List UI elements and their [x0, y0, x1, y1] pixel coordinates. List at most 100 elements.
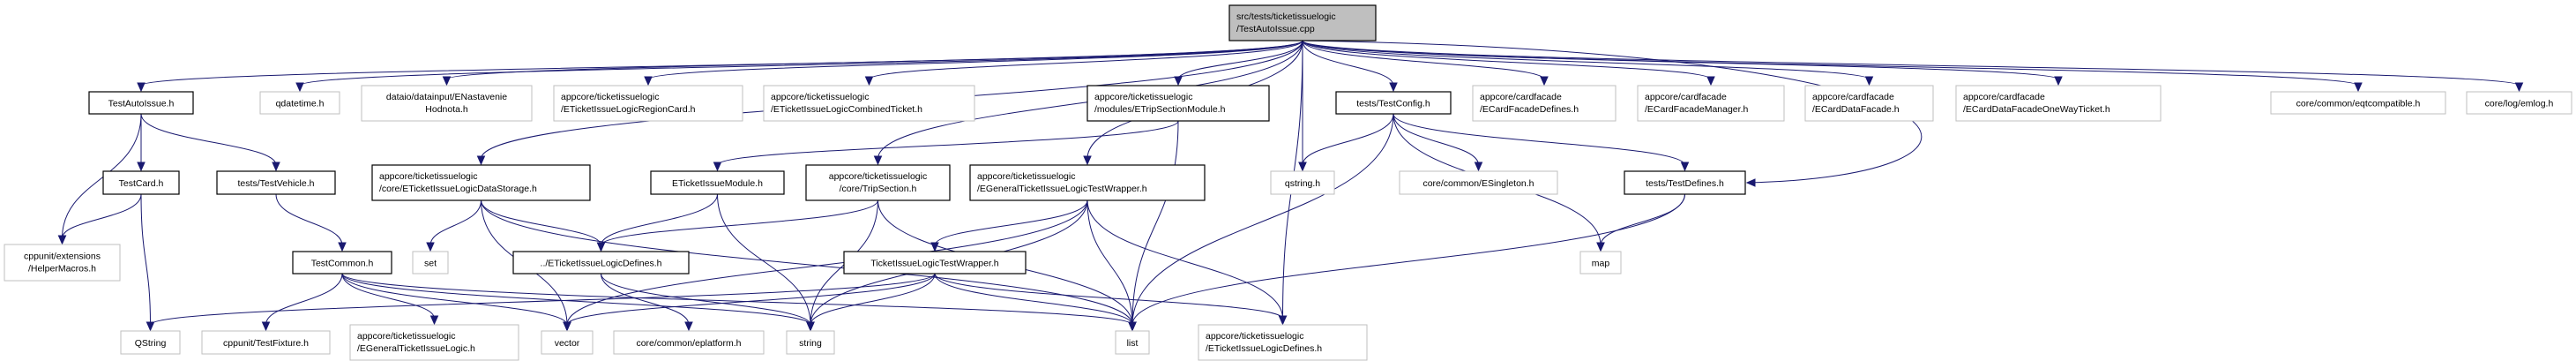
node-esingleton[interactable]: core/common/ESingleton.h: [1399, 170, 1558, 195]
arrowhead-testcard-to-helpermacros: [57, 235, 67, 245]
edge-root-to-cfdefines: [1302, 40, 1545, 80]
node-string[interactable]: string: [786, 330, 835, 355]
node-label: /ECardDataFacade.h: [1812, 104, 1900, 115]
node-combined[interactable]: appcore/ticketissuelogic/ETicketIssueLog…: [763, 85, 975, 122]
node-map[interactable]: map: [1579, 251, 1622, 275]
node-label: /core/ETicketIssueLogicDataStorage.h: [379, 184, 537, 194]
node-label: tests/TestVehicle.h: [238, 178, 315, 189]
edge-root-to-tripsectionmodule: [1177, 40, 1303, 80]
node-testdefines[interactable]: tests/TestDefines.h: [1624, 170, 1746, 195]
node-label: /HelperMacros.h: [28, 264, 96, 275]
node-qstring_h[interactable]: qstring.h: [1270, 170, 1335, 195]
node-box: [763, 85, 975, 122]
node-box: [786, 330, 835, 355]
node-label: cppunit/extensions: [24, 252, 101, 262]
node-tripsectionmodule[interactable]: appcore/ticketissuelogic/modules/ETripSe…: [1086, 85, 1270, 122]
node-box: [1624, 170, 1746, 195]
edge-testautoissue-to-testvehicle: [140, 113, 277, 166]
arrowhead-root-to-qdatetime: [295, 82, 304, 93]
node-helpermacros[interactable]: cppunit/extensions/HelperMacros.h: [4, 244, 121, 282]
node-box: [1472, 85, 1617, 122]
edge-testwrapper-to-vector: [566, 273, 936, 326]
node-set[interactable]: set: [412, 251, 449, 275]
edge-ticketissuemodule-to-reldefines: [601, 193, 718, 246]
node-box: [541, 330, 594, 355]
arrowhead-root-to-eqtcompatible: [2354, 82, 2363, 93]
node-vector[interactable]: vector: [541, 330, 594, 355]
arrowhead-root-to-regioncard: [644, 76, 653, 86]
node-root[interactable]: src/tests/ticketissuelogic/TestAutoIssue…: [1228, 4, 1377, 41]
edge-root-to-enastavenie: [446, 40, 1303, 80]
edge-testcommon-to-vector: [341, 273, 568, 326]
edge-root-to-eqtcompatible: [1302, 40, 2359, 86]
node-label: core/common/eplatform.h: [636, 338, 741, 349]
arrowhead-testautoissue-to-testcard: [137, 162, 146, 172]
edge-tripsectionmodule-to-list: [1131, 120, 1179, 326]
node-gentestwrapper[interactable]: appcore/ticketissuelogic/EGeneralTicketI…: [969, 164, 1206, 201]
node-list[interactable]: list: [1115, 330, 1150, 355]
node-testconfig[interactable]: tests/TestConfig.h: [1335, 91, 1452, 115]
node-cfdefines[interactable]: appcore/cardfacade/ECardFacadeDefines.h: [1472, 85, 1617, 122]
node-testcard[interactable]: TestCard.h: [102, 170, 180, 195]
edge-testdefines-to-map: [1600, 193, 1685, 246]
node-label: /ECardDataFacadeOneWayTicket.h: [1963, 104, 2110, 115]
edge-gentestwrapper-to-appdefines: [1086, 199, 1283, 320]
node-label: ../ETicketIssueLogicDefines.h: [541, 259, 662, 269]
node-QString[interactable]: QString: [120, 330, 181, 355]
node-label: appcore/ticketissuelogic: [829, 171, 927, 182]
node-datastorage[interactable]: appcore/ticketissuelogic/core/ETicketIss…: [371, 164, 591, 201]
node-regioncard[interactable]: appcore/ticketissuelogic/ETicketIssueLog…: [553, 85, 743, 122]
arrowhead-root-to-datastorage: [476, 155, 486, 166]
node-label: /ETicketIssueLogicDefines.h: [1206, 343, 1322, 354]
node-testcommon[interactable]: TestCommon.h: [292, 251, 392, 275]
edge-testwrapper-to-QString: [150, 273, 936, 326]
node-qdatetime[interactable]: qdatetime.h: [259, 91, 340, 115]
arrowhead-gentestwrapper-to-testwrapper: [930, 242, 939, 252]
node-eqtcompatible[interactable]: core/common/eqtcompatible.h: [2270, 91, 2446, 115]
node-testwrapper[interactable]: TicketIssueLogicTestWrapper.h: [843, 251, 1027, 275]
node-label: /ECardFacadeDefines.h: [1480, 104, 1579, 115]
arrowhead-root-to-cfmanager: [1706, 76, 1715, 86]
node-eplatform[interactable]: core/common/eplatform.h: [613, 330, 765, 355]
node-cdfacade[interactable]: appcore/cardfacade/ECardDataFacade.h: [1804, 85, 1934, 122]
node-cfmanager[interactable]: appcore/cardfacade/ECardFacadeManager.h: [1637, 85, 1785, 122]
node-box: [1198, 324, 1368, 361]
arrowhead-testautoissue-to-testvehicle: [272, 162, 280, 172]
arrowhead-testconfig-to-esingleton: [1474, 162, 1483, 172]
node-ticketissuemodule[interactable]: ETicketIssueModule.h: [650, 170, 785, 195]
node-label: qstring.h: [1285, 178, 1320, 189]
edge-testcard-to-QString: [140, 193, 151, 326]
arrowhead-root-to-enastavenie: [442, 76, 452, 86]
node-testautoissue[interactable]: TestAutoIssue.h: [88, 91, 194, 115]
edge-root-to-testautoissue: [140, 40, 1303, 86]
node-reldefines[interactable]: ../ETicketIssueLogicDefines.h: [512, 251, 690, 275]
node-label: qdatetime.h: [276, 99, 325, 109]
arrowhead-tripsectionmodule-to-ticketissuemodule: [713, 162, 722, 172]
node-genlogic[interactable]: appcore/ticketissuelogic/EGeneralTicketI…: [349, 324, 519, 361]
edge-reldefines-to-eplatform: [601, 273, 690, 326]
node-tripsection[interactable]: appcore/ticketissuelogic/core/TripSectio…: [805, 164, 951, 201]
node-box: [1955, 85, 2162, 122]
arrowhead-testdefines-to-map: [1596, 242, 1605, 252]
node-box: [1270, 170, 1335, 195]
edge-testwrapper-to-appdefines: [934, 273, 1283, 320]
node-label: string: [799, 338, 822, 349]
arrowhead-root-to-testconfig: [1389, 82, 1398, 93]
node-appdefines[interactable]: appcore/ticketissuelogic/ETicketIssueLog…: [1198, 324, 1368, 361]
node-label: /modules/ETripSectionModule.h: [1094, 104, 1226, 115]
node-testfixture[interactable]: cppunit/TestFixture.h: [201, 330, 331, 355]
node-box: [512, 251, 690, 275]
edge-testcommon-to-string: [341, 273, 811, 326]
node-emlog[interactable]: core/log/emlog.h: [2466, 91, 2572, 115]
node-cdoneway[interactable]: appcore/cardfacade/ECardDataFacadeOneWay…: [1955, 85, 2162, 122]
edge-testcommon-to-genlogic: [341, 273, 435, 320]
node-label: Hodnota.h: [425, 104, 468, 115]
node-label: appcore/cardfacade: [1812, 92, 1894, 102]
node-box: [1228, 4, 1377, 41]
node-testvehicle[interactable]: tests/TestVehicle.h: [216, 170, 336, 195]
edge-testconfig-to-esingleton: [1393, 113, 1479, 166]
node-label: list: [1127, 338, 1139, 349]
edge-gentestwrapper-to-testwrapper: [934, 199, 1088, 246]
